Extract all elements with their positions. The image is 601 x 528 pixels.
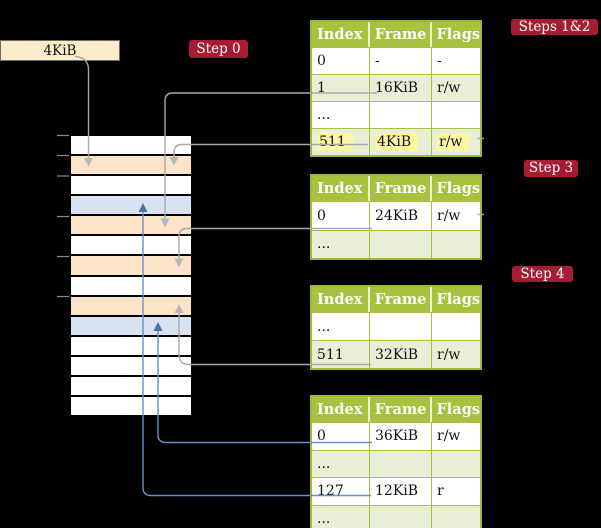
frame-size-label: 4KiB bbox=[43, 43, 77, 59]
table-header-row: Index Frame Flags bbox=[312, 287, 480, 312]
table-header-row: Index Frame Flags bbox=[312, 397, 480, 422]
cell-value: r/w bbox=[437, 80, 461, 96]
table-row: 511 32KiB r/w bbox=[312, 340, 480, 368]
cell-value: r/w bbox=[437, 207, 461, 224]
table-row: 1 16KiB r/w bbox=[312, 74, 480, 101]
memory-frame-row-32kib bbox=[71, 296, 191, 315]
cell-value: 16KiB bbox=[375, 80, 419, 96]
cell-value: r/w bbox=[437, 346, 461, 363]
badge-step-4: Step 4 bbox=[512, 266, 573, 282]
cell-value: ... bbox=[317, 510, 331, 527]
header-frame: Frame bbox=[370, 22, 432, 47]
cell-value: 511 bbox=[317, 346, 344, 363]
table-row-ellipsis: ... bbox=[312, 101, 480, 128]
table-row-ellipsis: ... bbox=[312, 504, 480, 528]
table-header-row: Index Frame Flags bbox=[312, 176, 480, 201]
memory-ruler-ticks bbox=[57, 134, 69, 298]
page-table-step-3: Index Frame Flags 0 24KiB r/w ... bbox=[310, 174, 482, 260]
header-frame: Frame bbox=[370, 287, 432, 312]
cell-value-highlighted: 511 bbox=[317, 133, 353, 151]
table-row: 0 24KiB r/w bbox=[312, 201, 480, 230]
cell-value: 32KiB bbox=[375, 346, 419, 363]
table-row: 127 12KiB r bbox=[312, 477, 480, 505]
table-header-row: Index Frame Flags bbox=[312, 22, 480, 47]
cell-value-highlighted: r/w bbox=[437, 133, 470, 151]
table-row-ellipsis: ... bbox=[312, 229, 480, 258]
memory-frame-row bbox=[71, 336, 191, 355]
table-row: 0 36KiB r/w bbox=[312, 422, 480, 450]
header-index: Index bbox=[312, 397, 370, 422]
cell-value: 0 bbox=[317, 428, 326, 445]
cell-value: 36KiB bbox=[375, 428, 419, 445]
cell-value-highlighted: 4KiB bbox=[375, 133, 419, 151]
badge-steps-1-2: Steps 1&2 bbox=[511, 19, 598, 35]
cell-value: ... bbox=[317, 236, 331, 253]
cell-value: ... bbox=[317, 455, 331, 472]
memory-frame-row bbox=[71, 236, 191, 255]
header-flags: Flags bbox=[436, 26, 481, 43]
memory-frame-row-24kib bbox=[71, 256, 191, 275]
table-row-ellipsis: ... bbox=[312, 312, 480, 340]
header-index: Index bbox=[312, 176, 370, 201]
cell-value: r/w bbox=[437, 428, 461, 445]
cell-value: 24KiB bbox=[375, 207, 419, 224]
cell-value: ... bbox=[317, 318, 331, 335]
header-index: Index bbox=[312, 22, 370, 47]
badge-step-3: Step 3 bbox=[524, 160, 578, 177]
memory-frame-row-4kib bbox=[71, 156, 191, 175]
memory-frame-row-36kib bbox=[71, 316, 191, 335]
badge-step-0: Step 0 bbox=[189, 40, 248, 58]
memory-frame-row bbox=[71, 276, 191, 295]
memory-frame-row bbox=[71, 356, 191, 375]
memory-frame-row-12kib bbox=[71, 196, 191, 215]
cell-value: 0 bbox=[317, 207, 326, 224]
header-frame: Frame bbox=[370, 176, 432, 201]
header-flags: Flags bbox=[436, 291, 481, 308]
cell-value: 12KiB bbox=[375, 483, 419, 500]
cell-value: 0 bbox=[317, 53, 326, 69]
cell-value: ... bbox=[317, 107, 331, 123]
header-flags: Flags bbox=[436, 401, 481, 418]
frame-size-box: 4KiB bbox=[0, 40, 120, 61]
cell-value: - bbox=[437, 53, 442, 69]
memory-frame-row bbox=[71, 176, 191, 195]
cell-value: r bbox=[437, 483, 444, 500]
page-table-bottom: Index Frame Flags 0 36KiB r/w ... 127 12… bbox=[310, 395, 482, 528]
header-frame: Frame bbox=[370, 397, 432, 422]
page-table-step-4: Index Frame Flags ... 511 32KiB r/w bbox=[310, 285, 482, 370]
cell-value: 1 bbox=[317, 80, 326, 96]
table-row-highlighted: 511 4KiB r/w bbox=[312, 128, 480, 155]
physical-memory-strip bbox=[69, 134, 193, 417]
cell-value: - bbox=[375, 53, 380, 69]
header-flags: Flags bbox=[436, 180, 481, 197]
memory-frame-row bbox=[71, 376, 191, 396]
memory-frame-row bbox=[71, 397, 191, 416]
memory-frame-row bbox=[71, 136, 191, 155]
page-table-steps-1-2: Index Frame Flags 0 - - 1 16KiB r/w ... … bbox=[310, 20, 482, 157]
header-index: Index bbox=[312, 287, 370, 312]
memory-frame-row-16kib bbox=[71, 216, 191, 235]
table-row: 0 - - bbox=[312, 47, 480, 74]
cell-value: 127 bbox=[317, 483, 344, 500]
table-row-ellipsis: ... bbox=[312, 449, 480, 477]
